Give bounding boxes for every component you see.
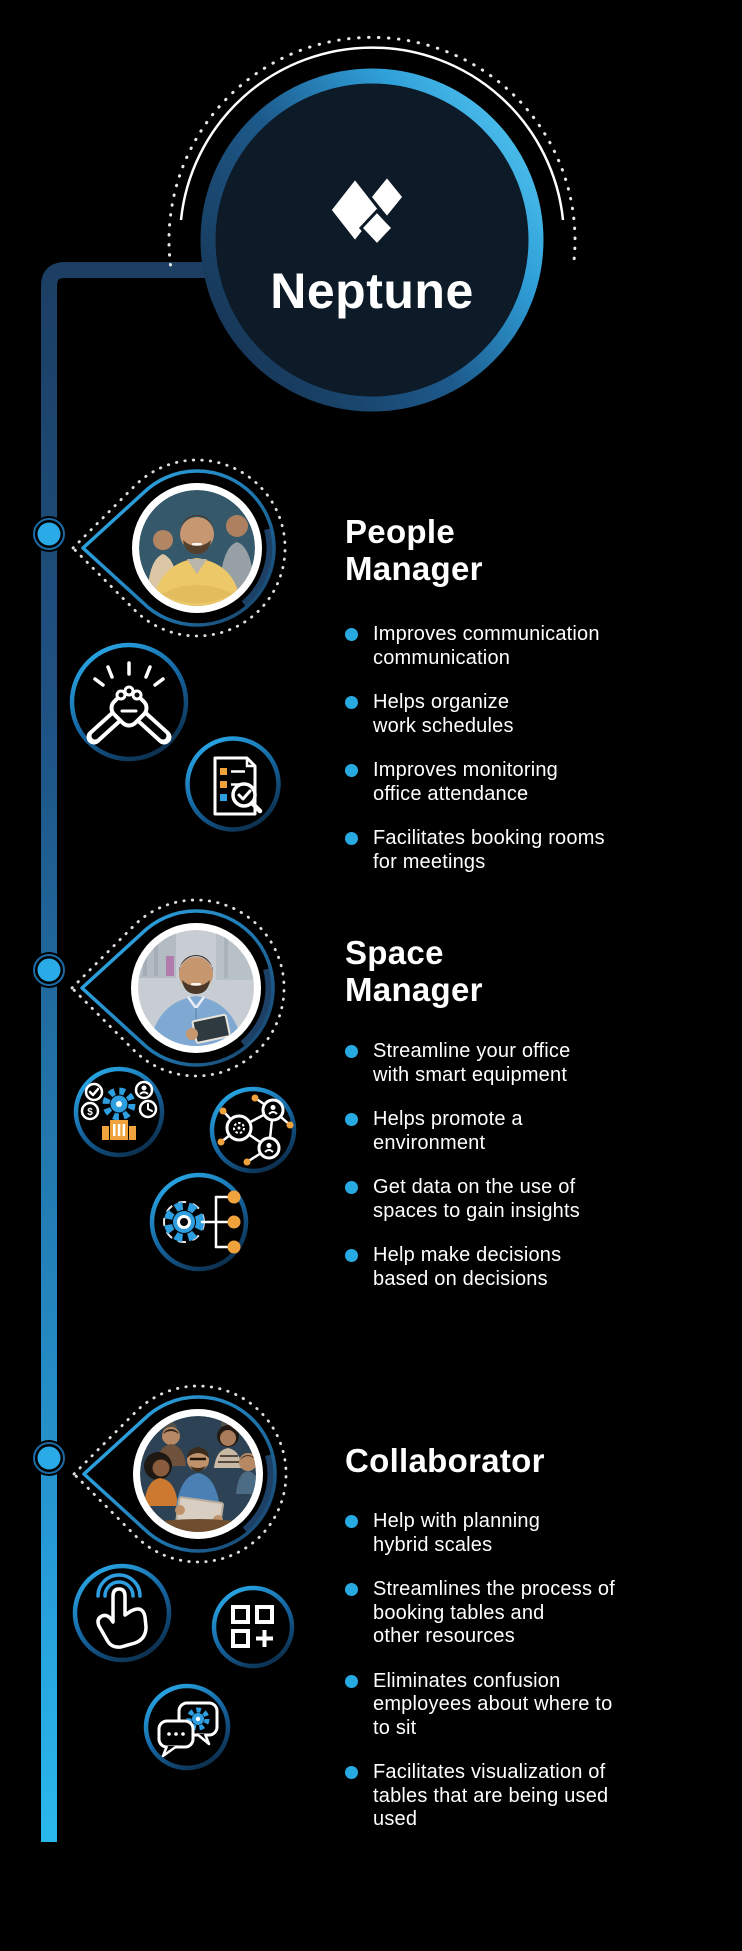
bullet-dot [345, 696, 358, 709]
list-item: Streamline your office with smart equipm… [345, 1040, 690, 1087]
bullet-text: Helps promote a environment [373, 1108, 523, 1154]
timeline-node-space-manager [31, 952, 67, 988]
teardrop-outline [80, 909, 275, 1067]
bullet-text: Facilitates visualization of tables that… [373, 1761, 609, 1830]
list-item: Helps promote a environment [345, 1108, 690, 1155]
section-title-collaborator: Collaborator [345, 1442, 545, 1479]
bullet-text: Eliminates confusion employees about whe… [373, 1669, 613, 1739]
bullet-text: Help make decisions based on decisions [373, 1244, 562, 1290]
timeline-node-collaborator [31, 1440, 67, 1476]
section-title-people-manager: People Manager [345, 513, 483, 587]
bullet-dot [345, 1515, 358, 1528]
connector-line [41, 262, 225, 1842]
timeline-node-people-manager [31, 516, 67, 552]
people-network-icon [209, 1086, 297, 1174]
navy-accent-arc [242, 1454, 275, 1533]
list-item: Improves communication communication [345, 623, 690, 670]
bullet-text: Improves monitoring office attendance [373, 759, 558, 805]
title-line: Manager [345, 971, 483, 1008]
brand-title: Neptune [270, 263, 474, 319]
title-line: Manager [345, 550, 483, 587]
photo-pointer-people-manager [71, 458, 287, 638]
bullet-dot [345, 1583, 358, 1596]
bullet-text: Improves communication communication [373, 623, 600, 669]
grid-add-icon [211, 1585, 295, 1669]
teardrop-outline [82, 1395, 277, 1553]
bullet-dot [345, 764, 358, 777]
bullet-list-space-manager: Streamline your office with smart equipm… [345, 1040, 690, 1312]
bullet-text: Streamline your office with smart equipm… [373, 1040, 571, 1086]
title-line: Space [345, 934, 444, 971]
list-item: Help make decisions based on decisions [345, 1244, 690, 1291]
teardrop-outline [81, 469, 276, 627]
bullet-text: Help with planning hybrid scales [373, 1510, 541, 1556]
bullet-dot [345, 1113, 358, 1126]
photo-space-manager [138, 930, 254, 1046]
list-item: Streamlines the process of booking table… [345, 1578, 690, 1649]
section-title-space-manager: Space Manager [345, 934, 483, 1008]
dotted-teardrop-outline [71, 458, 287, 638]
bullet-dot [345, 1045, 358, 1058]
bullet-dot [345, 1249, 358, 1262]
bullet-dot [345, 1674, 358, 1688]
bullet-text: Facilitates booking rooms for meetings [373, 827, 605, 873]
handshake-icon [69, 642, 189, 762]
list-item: Facilitates booking rooms for meetings [345, 827, 690, 874]
hero-solid-arc [179, 46, 565, 221]
title-line: People [345, 513, 456, 550]
list-item: Helps organize work schedules [345, 691, 690, 738]
list-item: Facilitates visualization of tables that… [345, 1761, 690, 1832]
touch-gesture-icon [72, 1563, 172, 1663]
neptune-diamonds-icon [330, 176, 406, 248]
bullet-dot [345, 1766, 358, 1779]
dotted-teardrop-outline [72, 1384, 288, 1564]
list-item: Help with planning hybrid scales [345, 1510, 690, 1557]
title-line: Collaborator [345, 1442, 545, 1479]
bullet-list-people-manager: Improves communication communication Hel… [345, 623, 690, 895]
list-item: Eliminates confusion employees about whe… [345, 1670, 690, 1741]
navy-accent-arc [241, 528, 274, 607]
hero-dotted-arc [167, 35, 577, 267]
photo-pointer-space-manager [70, 898, 286, 1078]
checklist-search-icon [185, 736, 281, 832]
list-item: Improves monitoring office attendance [345, 759, 690, 806]
bullet-text: Helps organize work schedules [373, 691, 514, 737]
list-item: Get data on the use of spaces to gain in… [345, 1176, 690, 1223]
bullet-list-collaborator: Help with planning hybrid scales Streaml… [345, 1510, 690, 1853]
bullet-dot [345, 628, 358, 641]
bullet-text: Streamlines the process of booking table… [373, 1578, 615, 1647]
bullet-dot [345, 1181, 358, 1194]
chat-settings-icon [143, 1683, 231, 1771]
photo-people-manager [139, 490, 255, 606]
facility-management-icon: $ [73, 1066, 165, 1158]
dotted-teardrop-outline [70, 898, 286, 1078]
bullet-dot [345, 832, 358, 845]
gear-connections-icon [149, 1172, 249, 1272]
bullet-text: Get data on the use of spaces to gain in… [373, 1176, 580, 1222]
navy-accent-arc [240, 968, 273, 1047]
photo-pointer-collaborator [72, 1384, 288, 1564]
svg-text:$: $ [87, 1107, 93, 1118]
